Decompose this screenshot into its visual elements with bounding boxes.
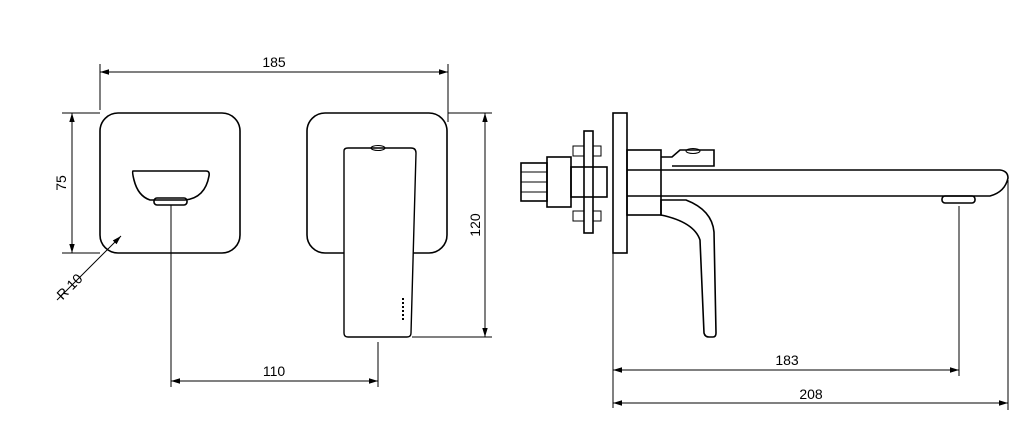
dim-label-total-height: 120: [467, 213, 483, 237]
wall-plate-side: [612, 112, 628, 254]
dim-plate-height: 75: [53, 112, 100, 254]
screws: [572, 145, 602, 222]
dim-label-plate-height: 75: [53, 175, 69, 191]
valve-body: [546, 156, 572, 208]
dim-overall-width: 185: [99, 54, 449, 122]
dim-label-total-depth: 208: [799, 386, 823, 402]
left-plate: [99, 112, 241, 254]
dim-label-overall-width: 185: [262, 54, 286, 70]
lever-pivot: [370, 145, 386, 151]
spout-aerator: [941, 195, 976, 204]
right-plate: [306, 112, 448, 338]
dim-label-corner-radius: R 10: [53, 270, 85, 302]
dim-corner-radius: R 10: [53, 235, 122, 303]
lever-side: [660, 199, 717, 338]
side-view: [520, 112, 1009, 338]
dim-spout-reach: 183: [612, 206, 960, 408]
dim-label-spout-reach: 183: [775, 352, 799, 368]
aerator: [153, 197, 188, 206]
spout-outlet: [131, 170, 210, 201]
mounting-bracket: [583, 130, 594, 234]
dim-label-spout-offset: 110: [263, 363, 286, 379]
spout: [627, 169, 1009, 197]
dim-total-height: 120: [412, 112, 492, 338]
dim-total-depth: 208: [613, 180, 1009, 410]
dim-spout-offset: 110: [170, 205, 379, 387]
lever-handle: [343, 147, 417, 338]
